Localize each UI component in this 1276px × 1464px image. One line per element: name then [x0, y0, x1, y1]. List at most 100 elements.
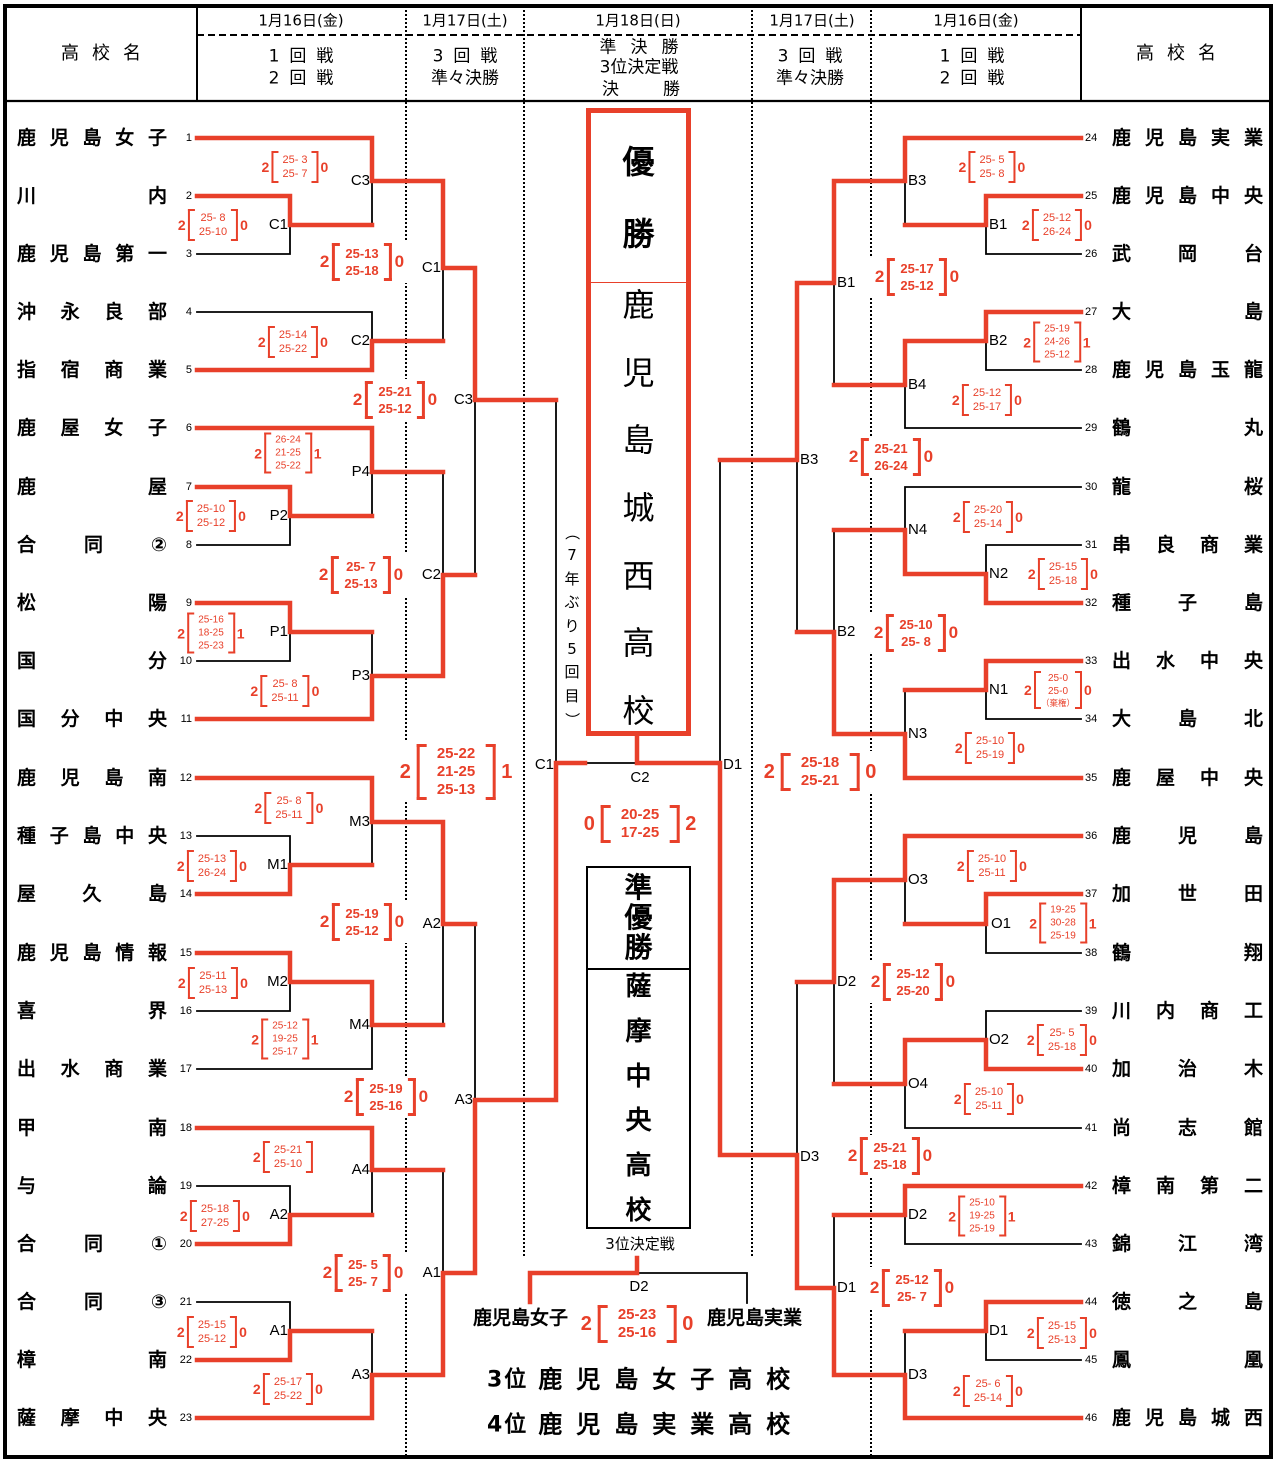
bracket-close	[1008, 151, 1016, 183]
loser-path	[985, 689, 1082, 720]
set-scores: 25-15 25-13	[1047, 1320, 1077, 1346]
set-scores: 25-21 25-18	[873, 1140, 907, 1172]
bracket-open	[882, 1269, 891, 1307]
loser-paths	[196, 180, 1082, 1376]
winner-path	[194, 1212, 375, 1247]
right-sets-won: 0	[311, 683, 320, 699]
bracket-close	[1008, 732, 1016, 764]
standing-school: 鹿児島実業高校	[538, 1410, 805, 1439]
glyph: 西	[1243, 1407, 1263, 1429]
glyph: 工	[1243, 1000, 1263, 1022]
team-name: 鶴丸	[1112, 416, 1263, 440]
bracket-close	[934, 963, 943, 1001]
loser-path	[196, 981, 291, 1012]
team-name: 鹿児島城西	[1112, 1406, 1263, 1430]
left-sets-won: 2	[176, 858, 185, 874]
left-sets-won: 2	[1029, 915, 1038, 931]
team-name: 串良商業	[1112, 533, 1263, 557]
glyph: 児	[49, 942, 69, 964]
set-scores: 25-12 26-24	[1042, 212, 1072, 238]
set-scores: 25- 5 25- 8	[979, 154, 1005, 180]
right-sets-won: 0	[1084, 217, 1092, 233]
right-sets-won: 1	[501, 760, 513, 783]
glyph: 国	[17, 650, 37, 672]
set-scores: 25- 8 25-10	[198, 212, 228, 238]
glyph: 児	[49, 127, 69, 149]
set-scores: 25-19 24-26 25-12	[1044, 323, 1070, 361]
team-name: 出水中央	[1112, 649, 1263, 673]
match-label: C2	[350, 332, 370, 349]
glyph: 児	[1144, 359, 1164, 381]
glyph: 喜	[17, 1000, 37, 1022]
glyph: 鶴	[1112, 942, 1132, 964]
glyph: 業	[147, 1058, 167, 1080]
round-right-3: 3回戦	[777, 46, 853, 67]
right-sets-won: 0	[945, 972, 956, 991]
glyph: 校	[625, 1195, 652, 1226]
team-number: 12	[179, 772, 192, 784]
bracket-close	[485, 744, 496, 800]
glyph: 島	[622, 421, 655, 460]
match-label: P3	[351, 667, 370, 684]
set-scores: 25- 3 25- 7	[282, 154, 308, 180]
glyph: 加	[1112, 883, 1132, 905]
bracket-open	[861, 438, 870, 476]
glyph: 鹿	[622, 286, 655, 324]
glyph: 指	[17, 359, 37, 381]
bracket-open	[1036, 1024, 1044, 1056]
left-sets-won: 2	[251, 1031, 260, 1047]
glyph: 勝	[624, 931, 653, 964]
bracket-close	[233, 1200, 241, 1232]
bracket-close	[407, 1078, 416, 1116]
team-number: 23	[179, 1412, 192, 1424]
match-label: N2	[989, 565, 1009, 582]
left-sets-won: 2	[956, 858, 965, 874]
winner-path	[794, 833, 1084, 985]
glyph: 治	[1177, 1058, 1197, 1080]
set-scores: 25-12 25-17	[972, 387, 1002, 413]
winner-path	[194, 862, 375, 897]
glyph: 良	[1155, 534, 1175, 556]
glyph: 子	[49, 825, 69, 847]
glyph: 西	[622, 556, 655, 595]
glyph: 中	[1199, 650, 1219, 672]
bracket-open	[261, 1018, 269, 1060]
winner-path	[194, 484, 375, 519]
glyph: 児	[1144, 185, 1164, 207]
bracket-close	[301, 1018, 309, 1060]
bracket-open	[264, 792, 272, 824]
team-name: 大島	[1112, 300, 1263, 324]
team-number: 1	[185, 132, 192, 144]
set-scores: 25-10 25-11	[977, 853, 1007, 879]
glyph: 大	[1112, 301, 1132, 323]
match-label: O4	[908, 1075, 929, 1092]
bracket-close	[302, 675, 310, 707]
match-label: B1	[989, 216, 1008, 233]
runner-up-school: 薩摩中央高校	[588, 970, 689, 1227]
team-name: 薩摩中央	[17, 1406, 167, 1430]
glyph: 摩	[625, 1016, 652, 1047]
glyph: 与	[17, 1175, 37, 1197]
glyph: 二	[1243, 1175, 1263, 1197]
winner-path	[831, 309, 1084, 388]
glyph: 合	[17, 1233, 37, 1255]
glyph: 島	[82, 243, 102, 265]
right-sets-won: 0	[1090, 566, 1098, 582]
left-sets-won: 2	[177, 625, 186, 641]
left-sets-won: 2	[954, 740, 963, 756]
glyph: 業	[1243, 534, 1263, 556]
team-name: 樟南	[17, 1348, 167, 1372]
bracket-close	[912, 438, 921, 476]
bracket-close	[849, 753, 860, 791]
left-sets-won: 2	[580, 1312, 592, 1335]
bracket-close	[1006, 501, 1014, 533]
loser-path	[196, 835, 291, 866]
team-number: 7	[185, 481, 192, 493]
runner-up-box: 準優勝 薩摩中央高校	[586, 866, 691, 1229]
glyph: 勝	[622, 214, 655, 253]
bracket-close	[227, 612, 235, 654]
glyph: 鹿	[17, 417, 37, 439]
match-label: B4	[908, 376, 927, 393]
